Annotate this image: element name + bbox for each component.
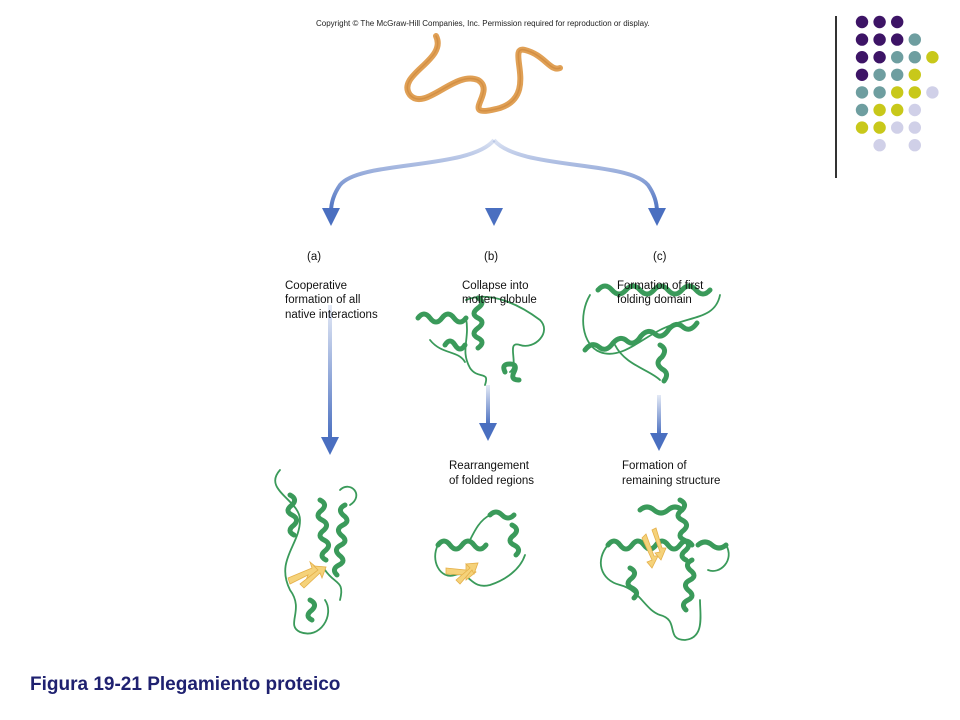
decor-dot — [908, 51, 921, 64]
decor-dot — [855, 86, 869, 99]
decor-dot — [891, 86, 904, 99]
pathway-b-second-step: Rearrangement of folded regions — [449, 460, 535, 487]
pathway-a-title: Cooperative formation of all native inte… — [285, 279, 378, 321]
decor-dot — [855, 33, 869, 46]
copyright-notice: Copyright © The McGraw-Hill Companies, I… — [316, 19, 650, 28]
arrow-head-a — [322, 208, 340, 226]
decor-dot — [891, 51, 904, 64]
pathway-b-title: Collapse into molten globule — [462, 279, 537, 307]
decor-dot — [873, 121, 886, 134]
decor-dot — [891, 121, 904, 134]
arrow-head-c — [648, 208, 666, 226]
second-stage-arrows — [321, 305, 668, 455]
decor-dot — [891, 103, 904, 117]
first-folding-domain-structure — [582, 283, 721, 384]
decor-dot — [908, 103, 921, 117]
beta-strands-a — [287, 560, 327, 589]
decor-dot — [926, 51, 939, 64]
arrow-head-a2 — [321, 437, 339, 455]
decor-dot — [891, 68, 904, 82]
pathway-c-title: Formation of first folding domain — [617, 279, 704, 307]
decor-dot — [855, 15, 869, 29]
decor-dot — [855, 51, 869, 64]
beta-strands-c — [641, 527, 667, 569]
decor-dot — [873, 139, 886, 152]
decor-dot — [873, 68, 886, 82]
pathway-a-label: (a) Cooperative formation of all native … — [285, 235, 378, 337]
native-protein-a — [274, 469, 358, 635]
decor-dot — [908, 86, 921, 99]
arrow-head-b — [485, 208, 503, 226]
pathway-c-letter: (c) — [653, 250, 667, 263]
decor-dot — [908, 33, 921, 46]
pathway-c-second-step: Formation of remaining structure — [622, 460, 721, 487]
branching-arrows — [322, 118, 666, 226]
decor-dot — [926, 86, 939, 99]
decor-dot — [873, 103, 886, 117]
decorative-dot-grid — [855, 15, 939, 152]
pathway-c-label: (c) Formation of first folding domain — [617, 235, 703, 322]
arrow-head-b2 — [479, 423, 497, 441]
rearranged-protein-b — [434, 509, 526, 587]
decor-dot — [873, 51, 886, 64]
decor-dot — [908, 68, 921, 82]
decor-dot — [873, 86, 886, 99]
decor-dot — [891, 33, 904, 46]
complete-protein-c — [599, 497, 730, 641]
molten-globule-structure — [415, 295, 545, 386]
pathway-b-letter: (b) — [484, 250, 499, 263]
figure-caption: Figura 19-21 Plegamiento proteico — [30, 674, 341, 695]
decor-dot — [855, 121, 869, 134]
pathway-b-label: (b) Collapse into molten globule — [462, 235, 537, 322]
decor-dot — [891, 15, 904, 29]
decor-dot — [873, 15, 886, 29]
decor-dot — [855, 68, 869, 82]
decor-dot — [908, 121, 921, 134]
decor-dot — [873, 33, 886, 46]
decor-dot — [908, 139, 921, 152]
pathway-a-letter: (a) — [307, 250, 322, 263]
arrow-head-c2 — [650, 433, 668, 451]
unfolded-polypeptide-chain — [404, 33, 563, 114]
beta-strands-b — [445, 562, 479, 585]
decorative-vertical-rule — [835, 16, 837, 178]
decor-dot — [855, 103, 869, 117]
